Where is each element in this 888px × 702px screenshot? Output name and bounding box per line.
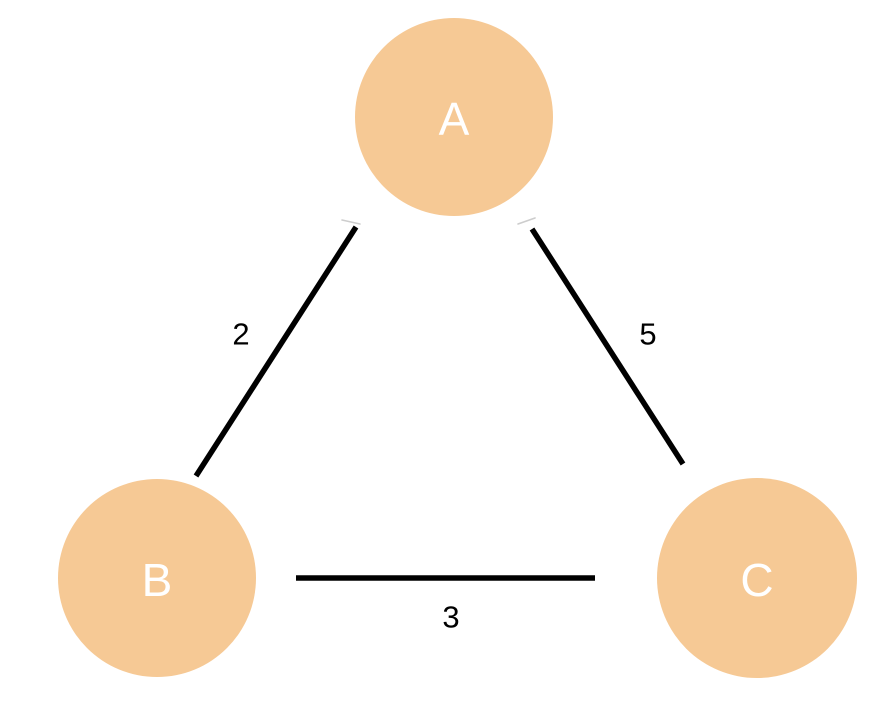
edge-weight-label-AC: 5 [639, 317, 656, 352]
connector-tick [341, 219, 361, 225]
connector-tick [517, 217, 536, 225]
edge-AC[interactable] [529, 227, 686, 466]
node-circle-A[interactable] [355, 18, 553, 216]
node-label-A: A [439, 93, 470, 145]
edge-AB[interactable] [193, 225, 359, 478]
edge-weight-label-AB: 2 [232, 317, 249, 352]
edge-weight-label-BC: 3 [442, 600, 459, 635]
node-circle-B[interactable] [58, 479, 256, 677]
node-label-C: C [740, 554, 773, 606]
node-label-B: B [142, 554, 173, 606]
node-circle-C[interactable] [657, 478, 857, 678]
